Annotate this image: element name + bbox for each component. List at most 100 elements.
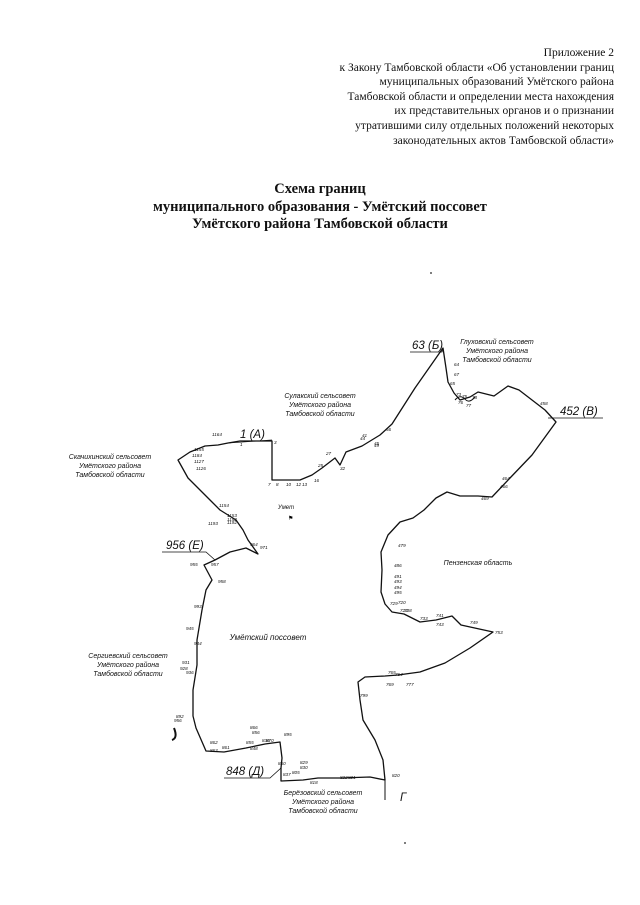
vertex-number: 743 <box>436 622 444 627</box>
vertex-number: 850 <box>278 761 286 766</box>
vertex-number: 729 <box>390 601 398 606</box>
vertex-number: 25 <box>317 463 324 468</box>
vertex-number: 733 <box>420 616 428 621</box>
vertex-number: 56 <box>386 427 392 432</box>
vertex-number: 3 <box>274 440 277 445</box>
vertex-number: 848 <box>250 746 258 751</box>
vertex-number: 45 <box>374 441 380 446</box>
vertex-number: 75 <box>462 394 468 399</box>
region-skachikhinsky-line: Скачихинский сельсовет <box>69 453 152 461</box>
vertex-number: 777 <box>406 682 414 687</box>
vertex-number: 822 <box>340 775 348 780</box>
vertex-number: 955 <box>190 562 198 567</box>
vertex-number: 856 <box>252 730 260 735</box>
vertex-number: 67 <box>454 372 460 377</box>
vertex-number: 971 <box>260 545 268 550</box>
vertex-number: 1193 <box>208 521 218 526</box>
header-line: муниципальных образований Умётского райо… <box>379 76 614 89</box>
vertex-number: 65 <box>450 381 456 386</box>
region-berezovsky-line: Берёзовский сельсовет <box>284 789 363 797</box>
scan-speck <box>404 842 406 844</box>
vertex-number: 830 <box>300 765 308 770</box>
header-block: Приложение 2 к Закону Тамбовской области… <box>254 46 614 148</box>
vertex-number: 76 <box>458 400 464 405</box>
region-berezovsky-line: Тамбовской области <box>288 807 358 815</box>
document-title: Схема границ муниципального образования … <box>0 181 640 234</box>
vertex-number: 77 <box>466 403 472 408</box>
region-sergievsky-line: Тамбовской области <box>93 670 163 678</box>
vertex-number: 1126 <box>196 466 206 471</box>
callout-d: 848 (Д) <box>226 766 264 778</box>
vertex-number: 8 <box>276 482 279 487</box>
region-posyolok: Умётский поссовет <box>229 633 307 642</box>
vertex-number: 1152 <box>227 517 237 522</box>
vertex-number: 464 <box>502 476 510 481</box>
vertex-number: 495 <box>394 590 402 595</box>
vertex-number: 944 <box>194 641 202 646</box>
vertex-number: 1192 <box>227 520 237 525</box>
vertex-number: 769 <box>386 682 394 687</box>
vertex-number: 928 <box>180 666 188 671</box>
vertex-number: 44 <box>360 436 366 441</box>
vertex-number: 49 <box>374 443 380 448</box>
vertex-number: 863 <box>210 748 218 753</box>
vertex-number: 749 <box>470 620 478 625</box>
header-line: Приложение 2 <box>543 47 614 59</box>
vertex-number: 7 <box>268 482 271 487</box>
region-sergievsky-line: Умётского района <box>96 661 159 669</box>
header-line: к Закону Тамбовской области «Об установл… <box>339 61 614 74</box>
vertex-number: 870 <box>266 738 274 743</box>
vertex-number: 41 <box>362 433 368 438</box>
header-line: законодательных актов Тамбовской области… <box>393 134 614 147</box>
vertex-number: 720 <box>398 600 406 605</box>
boundary-map: 1 (А) 63 (Б) 452 (В) Г 848 (Д) 956 (Е) Г… <box>69 338 603 815</box>
callout-e: 956 (Е) <box>166 540 204 552</box>
vertex-number: 494 <box>394 585 402 590</box>
vertex-number: 723 <box>400 608 408 613</box>
vertex-number: 799 <box>360 693 368 698</box>
vertex-number: 764 <box>395 672 403 677</box>
vertex-number: 945 <box>186 626 194 631</box>
region-sulaksky-line: Умётского района <box>288 401 351 409</box>
vertex-number: 818 <box>310 780 318 785</box>
vertex-number: 765 <box>388 670 396 675</box>
settlement-umet: Умет <box>277 505 294 511</box>
vertex-number: 931 <box>182 660 190 665</box>
boundary-notch <box>454 396 476 402</box>
vertex-number: 13 <box>302 482 308 487</box>
vertex-number: 821 <box>348 775 356 780</box>
vertex-number: 458 <box>540 401 548 406</box>
title-line: Схема границ <box>274 181 366 197</box>
vertex-number: 32 <box>340 466 346 471</box>
vertex-number: 964 <box>250 542 258 547</box>
region-sulaksky-line: Сулакский сельсовет <box>284 392 355 400</box>
boundary-notch <box>171 727 177 741</box>
flag-icon: ⚑ <box>288 515 293 522</box>
vertex-number: 64 <box>454 362 460 367</box>
vertex-number: 936 <box>186 670 194 675</box>
vertex-number: 27 <box>325 451 332 456</box>
title-line: муниципального образования - Умётский по… <box>153 198 487 215</box>
vertex-number: 466 <box>500 484 508 489</box>
header-line: утратившими силу отдельных положений нек… <box>355 119 614 132</box>
region-skachikhinsky-line: Тамбовской области <box>75 471 145 479</box>
vertex-number: 73 <box>456 392 462 397</box>
vertex-number: 10 <box>286 482 292 487</box>
vertex-number: 820 <box>392 773 400 778</box>
vertex-number: 837 <box>283 772 291 777</box>
region-glukhovsky-line: Тамбовской области <box>462 356 532 364</box>
header-line: Тамбовской области и определении места н… <box>347 90 614 103</box>
callout-b: 63 (Б) <box>412 340 443 352</box>
vertex-number: 993 <box>194 604 202 609</box>
region-glukhovsky-line: Умётского района <box>465 347 528 355</box>
vertex-number: 866 <box>250 725 258 730</box>
vertex-number: 486 <box>394 563 402 568</box>
vertex-number: 1 <box>240 442 243 447</box>
vertex-number: 12 <box>296 482 302 487</box>
vertex-number: 895 <box>284 732 292 737</box>
vertex-number: 479 <box>398 543 406 548</box>
scan-speck <box>430 272 432 274</box>
region-sergievsky-line: Сергиевский сельсовет <box>88 652 168 660</box>
header-line: их представительных органов и о признани… <box>394 105 614 118</box>
